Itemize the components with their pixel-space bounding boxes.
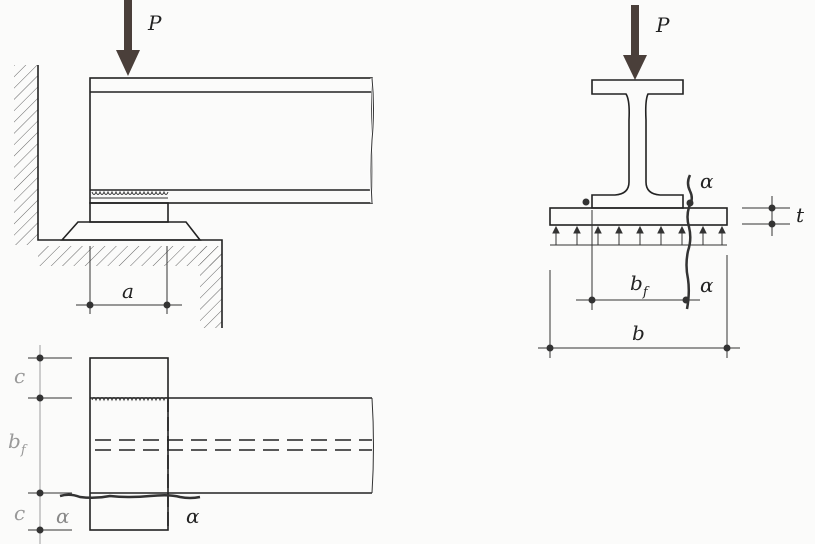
plate-width-label: b	[632, 321, 645, 345]
support-hatching	[38, 244, 222, 266]
alpha-label-plan-left: α	[56, 504, 70, 528]
bearing-plate-plan	[89, 357, 169, 531]
load-label-right: P	[655, 13, 670, 37]
base-plate-section	[549, 207, 728, 226]
plate-thickness-label: t	[796, 203, 805, 227]
critical-section-line	[59, 493, 201, 500]
beam-flange-edges	[90, 397, 372, 494]
alpha-label-plan-right: α	[186, 504, 200, 528]
edge-distance-label-bottom: c	[14, 501, 25, 525]
web-hidden-lines	[95, 439, 372, 451]
beam-elevation	[89, 77, 373, 204]
wall-hatching	[14, 65, 38, 245]
load-label-left: P	[147, 11, 162, 35]
load-arrow-right	[623, 5, 647, 80]
bearing-length-label: a	[122, 279, 134, 303]
alpha-label-section-bottom: α	[700, 273, 714, 297]
bearing-pressure-arrows	[550, 225, 727, 246]
weld-symbol	[91, 190, 169, 195]
load-arrow-left	[116, 0, 140, 76]
alpha-label-section-top: α	[700, 169, 714, 193]
plan-view: c bf c α α	[8, 345, 374, 544]
support-hatching-vertical	[200, 244, 222, 328]
bearing-plate	[89, 202, 169, 223]
flange-width-label-section: bf	[630, 271, 650, 300]
edge-distance-label-top: c	[14, 364, 25, 388]
i-beam-section	[591, 79, 684, 209]
section-view: P α α t bf	[538, 5, 805, 358]
bearing-grout	[60, 221, 202, 241]
flange-width-label-plan: bf	[8, 429, 28, 458]
critical-section-line-section	[685, 174, 693, 310]
elevation-view: P a	[14, 0, 375, 328]
